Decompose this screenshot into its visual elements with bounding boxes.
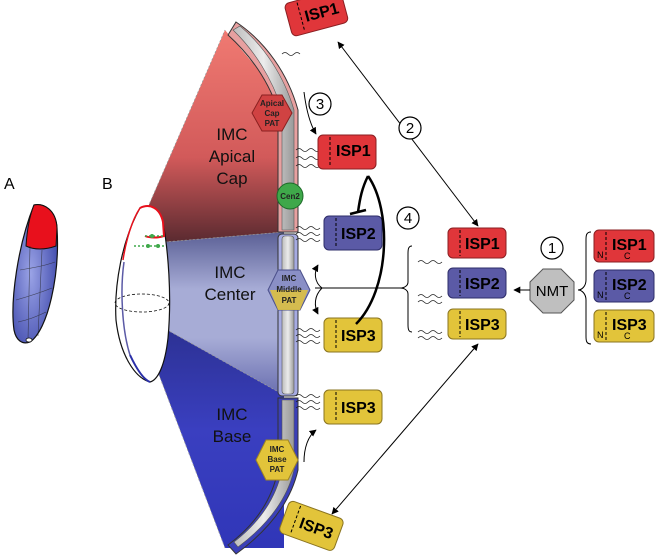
svg-text:4: 4: [404, 210, 412, 227]
svg-text:NMT: NMT: [536, 283, 569, 300]
svg-text:ISP3: ISP3: [341, 400, 376, 417]
svg-text:2: 2: [406, 120, 414, 137]
svg-text:PAT: PAT: [270, 465, 285, 474]
isp3-free: ISP3: [447, 308, 507, 340]
svg-text:Cap: Cap: [264, 109, 279, 118]
step-2: 2: [398, 116, 422, 140]
isp1-nascent: ISP1 N C: [593, 229, 655, 263]
svg-text:ISP3: ISP3: [341, 328, 376, 345]
svg-text:Apical: Apical: [209, 147, 255, 166]
svg-text:PAT: PAT: [282, 296, 297, 305]
apical-cap-a: [25, 204, 58, 250]
isp3-center: ISP3: [323, 317, 383, 353]
region-label-apical: IMC Apical Cap: [209, 125, 255, 188]
region-label-center: IMC Center: [204, 263, 255, 304]
svg-text:N: N: [597, 250, 604, 260]
parasite-cell-a: [12, 204, 59, 344]
svg-text:3: 3: [316, 96, 324, 113]
svg-text:ISP1: ISP1: [612, 237, 647, 254]
isp2-nascent: ISP2 N C: [593, 269, 655, 303]
step4-inhibition: [349, 175, 386, 325]
svg-text:ISP1: ISP1: [336, 143, 371, 160]
imc-middle-pat: IMC Middle PAT: [267, 269, 311, 311]
svg-text:ISP2: ISP2: [465, 276, 500, 293]
svg-text:N: N: [597, 330, 604, 340]
svg-text:Base: Base: [267, 455, 287, 464]
svg-text:ISP1: ISP1: [465, 236, 500, 253]
svg-text:C: C: [624, 331, 631, 341]
svg-text:IMC: IMC: [216, 125, 247, 144]
isp2-free: ISP2: [447, 267, 507, 299]
panel-label-b: B: [102, 176, 113, 193]
nmt-enzyme: NMT: [529, 268, 575, 314]
svg-text:ISP3: ISP3: [612, 317, 647, 334]
step-4: 4: [396, 206, 420, 230]
svg-text:ISP3: ISP3: [465, 317, 500, 334]
svg-text:C: C: [624, 291, 631, 301]
wedge-base: [135, 312, 284, 548]
svg-text:N: N: [597, 290, 604, 300]
step-3: 3: [308, 92, 332, 116]
svg-text:IMC: IMC: [270, 445, 285, 454]
svg-text:Middle: Middle: [276, 285, 302, 294]
svg-text:Base: Base: [213, 427, 252, 446]
svg-text:C: C: [624, 251, 631, 261]
apical-cap-pat: Apical Cap PAT: [251, 94, 293, 132]
membrane-apical: [227, 21, 299, 233]
svg-text:ISP2: ISP2: [612, 277, 647, 294]
panel-label-a: A: [4, 176, 15, 193]
svg-text:Apical: Apical: [260, 99, 284, 108]
isp3-nascent: ISP3 N C: [593, 309, 655, 343]
membrane-center: [277, 233, 299, 397]
svg-text:IMC: IMC: [216, 405, 247, 424]
lipid-anchors: [281, 52, 443, 518]
svg-text:Cen2: Cen2: [280, 192, 300, 201]
isp1-apical: ISP1: [317, 134, 377, 170]
cen2-marker: Cen2: [276, 182, 304, 210]
svg-text:IMC: IMC: [282, 274, 297, 283]
isp1-top: ISP1: [284, 0, 349, 37]
region-label-base: IMC Base: [213, 405, 252, 446]
svg-text:Center: Center: [204, 285, 255, 304]
wedge-apical: [148, 30, 284, 242]
imc-base-pat: IMC Base PAT: [255, 439, 299, 481]
svg-text:PAT: PAT: [265, 119, 280, 128]
svg-text:Cap: Cap: [216, 169, 247, 188]
connectors: [303, 41, 592, 515]
svg-text:ISP2: ISP2: [341, 226, 376, 243]
svg-text:1: 1: [548, 240, 556, 257]
wedge-center: [135, 232, 284, 395]
isp1-free: ISP1: [447, 227, 507, 259]
step-1: 1: [540, 236, 564, 260]
svg-text:IMC: IMC: [214, 263, 245, 282]
isp3-base-lower: ISP3: [279, 500, 344, 551]
isp2-center: ISP2: [323, 215, 383, 251]
parasite-outline-b: [114, 205, 171, 383]
isp3-base-upper: ISP3: [323, 389, 383, 425]
